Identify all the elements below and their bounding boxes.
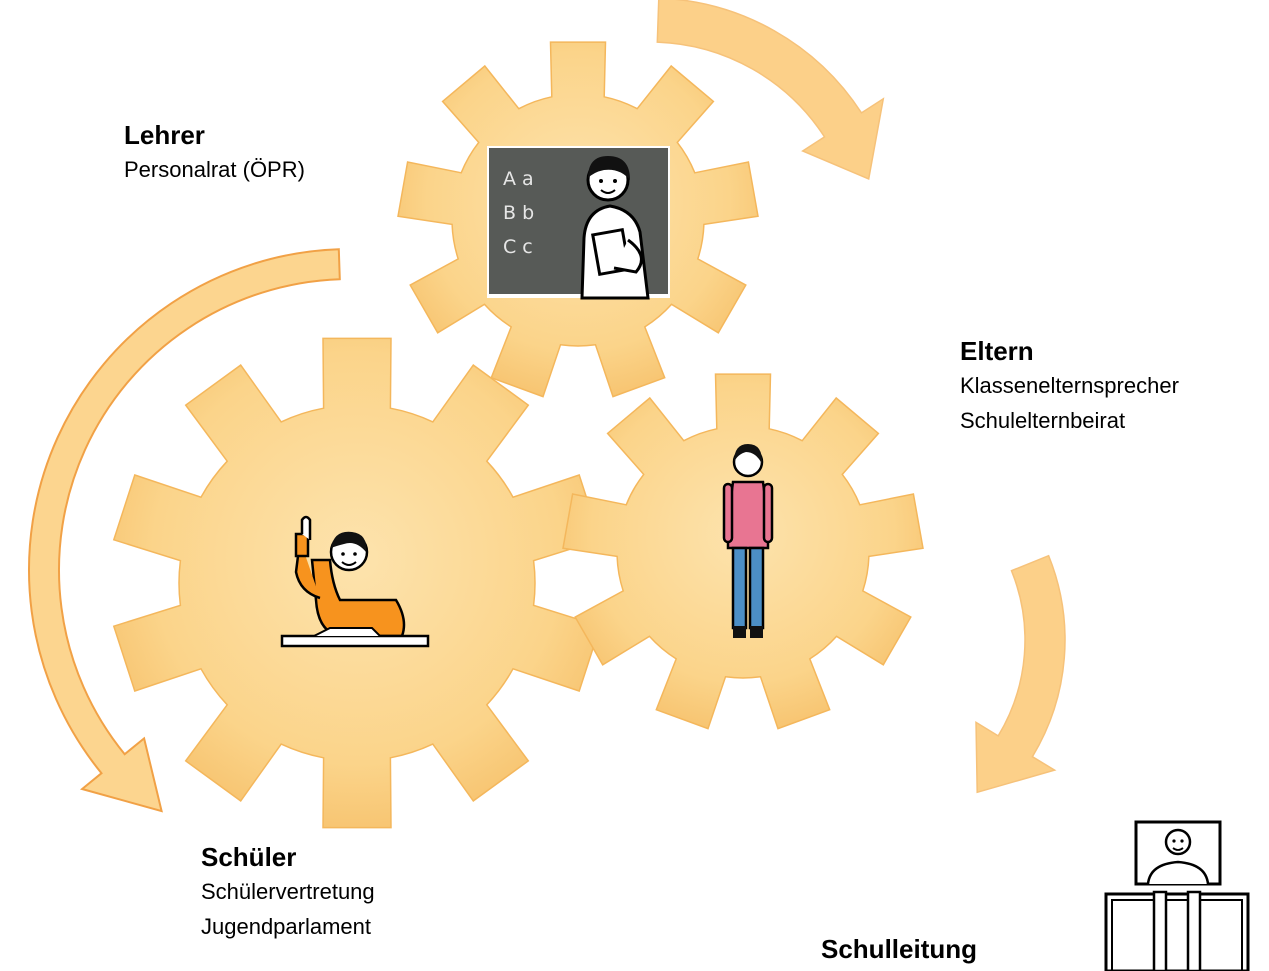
- group-title-leadership: Schulleitung: [821, 934, 977, 964]
- group-title-parents: Eltern: [960, 336, 1034, 366]
- chalkboard-row-2: B b: [503, 202, 534, 224]
- group-line-students-1: Schülervertretung: [201, 879, 375, 904]
- gear-students: [112, 337, 602, 829]
- group-line-students-2: Jugendparlament: [201, 914, 372, 939]
- desk-icon: [280, 634, 430, 648]
- group-students: Schüler Schülervertretung Jugendparlamen…: [201, 840, 375, 944]
- parent-shirt-icon: [726, 480, 770, 550]
- group-title-students: Schüler: [201, 842, 297, 872]
- group-title-teachers: Lehrer: [124, 120, 205, 150]
- group-leadership: Schulleitung: [821, 932, 977, 966]
- student-pictogram: [280, 515, 430, 648]
- parent-pants-icon: [731, 546, 748, 630]
- student-shirt-icon: [310, 558, 406, 638]
- parent-pictogram: [722, 444, 774, 638]
- group-line-parents-2: Schulelternbeirat: [960, 408, 1126, 433]
- group-teachers: Lehrer Personalrat (ÖPR): [124, 118, 305, 187]
- leadership-pictogram: [1104, 820, 1250, 971]
- group-line-parents-1: Klassenelternsprecher: [960, 373, 1179, 398]
- desk-icon: [1104, 892, 1250, 971]
- chalkboard-row-1: A a: [503, 168, 534, 190]
- chalkboard-row-3: C c: [503, 236, 533, 258]
- raised-hand-icon: [300, 515, 312, 540]
- arrow-teacher-to-students: [28, 248, 341, 813]
- arrow-parents-to-leadership: [975, 554, 1066, 794]
- teacher-pictogram: A a B b C c: [487, 146, 670, 300]
- group-parents: Eltern Klassenelternsprecher Schuleltern…: [960, 334, 1179, 438]
- group-line-teachers-1: Personalrat (ÖPR): [124, 157, 305, 182]
- leader-head-icon: [1164, 828, 1192, 856]
- arrow-teacher-to-parents: [656, 0, 885, 180]
